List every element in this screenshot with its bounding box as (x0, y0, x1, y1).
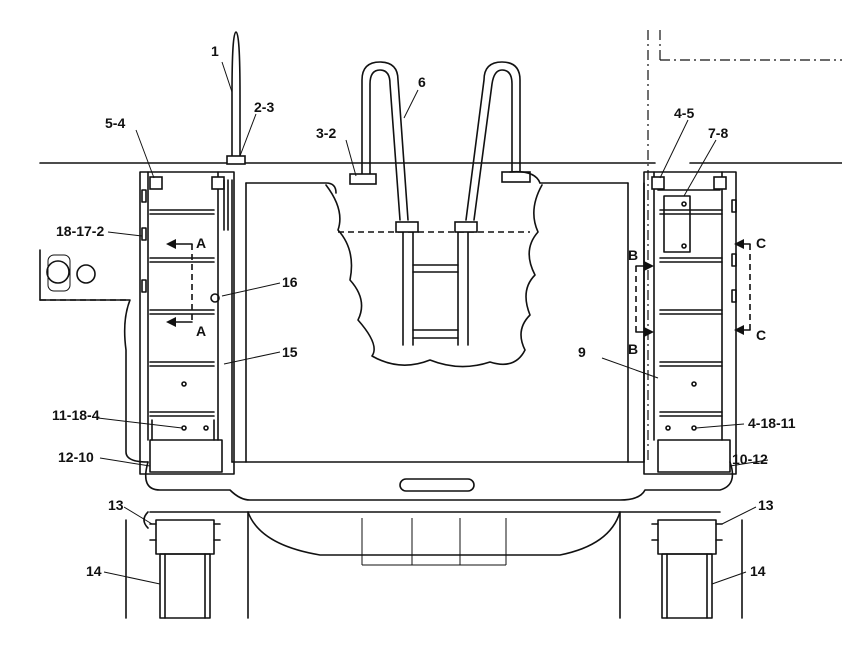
leader-lines (97, 61, 769, 585)
callout-2-3: 2-3 (254, 99, 274, 115)
section-c-top: C (756, 235, 766, 251)
callout-10-12: 10-12 (732, 451, 768, 467)
callout-11-18-4: 11-18-4 (52, 407, 100, 423)
callout-18-17-2: 18-17-2 (56, 223, 104, 239)
callout-13-left: 13 (108, 497, 124, 513)
section-b-top: B (628, 247, 638, 263)
right-lower-step (651, 519, 723, 619)
right-ladder (635, 171, 751, 475)
callout-6: 6 (418, 74, 426, 90)
section-a-top: A (196, 235, 206, 251)
callout-13-right: 13 (758, 497, 774, 513)
callout-12-10: 12-10 (58, 449, 94, 465)
callout-14-right: 14 (750, 563, 766, 579)
callout-3-2: 3-2 (316, 125, 336, 141)
callout-14-left: 14 (86, 563, 102, 579)
callout-16: 16 (282, 274, 298, 290)
section-a-bottom: A (196, 323, 206, 339)
section-b-bottom: B (628, 341, 638, 357)
cutaway-section (325, 61, 543, 368)
left-lower-step (149, 519, 221, 619)
callout-4-18-11: 4-18-11 (748, 415, 796, 431)
callout-1: 1 (211, 43, 219, 59)
callout-5-4: 5-4 (105, 115, 125, 131)
callout-7-8: 7-8 (708, 125, 728, 141)
section-c-bottom: C (756, 327, 766, 343)
callout-15: 15 (282, 344, 298, 360)
callout-9: 9 (578, 344, 586, 360)
left-ladder (139, 31, 246, 475)
callout-4-5: 4-5 (674, 105, 694, 121)
callout-labels: 1 2-3 6 3-2 5-4 4-5 7-8 18-17-2 16 15 9 … (52, 43, 796, 579)
